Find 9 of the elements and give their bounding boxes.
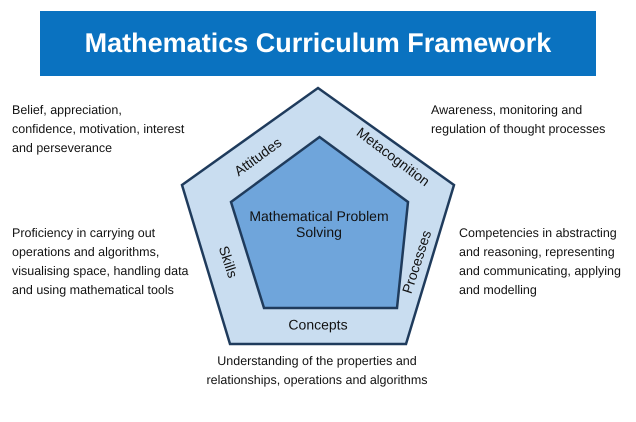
description-text: Proficiency in carrying out operations and algorithms, visualising space, handling data and using mathematical tools	[12, 225, 190, 299]
description-text: Understanding of the properties and relationships, operations and algorithms	[206, 353, 428, 389]
description-text: Belief, appreciation, confidence, motivation, interest and perseverance	[12, 102, 186, 157]
description-text: Awareness, monitoring and regulation of thought processes	[431, 102, 606, 138]
pentagon-center-label: Mathematical Problem Solving	[248, 208, 390, 240]
pentagon-side-label: Concepts	[288, 316, 348, 334]
title-banner: Mathematics Curriculum Framework	[40, 11, 596, 76]
pentagon-side-label: Skills	[214, 243, 242, 281]
description-text: Competencies in abstracting and reasoning, representing and communicating, applying and modelling	[459, 225, 622, 299]
